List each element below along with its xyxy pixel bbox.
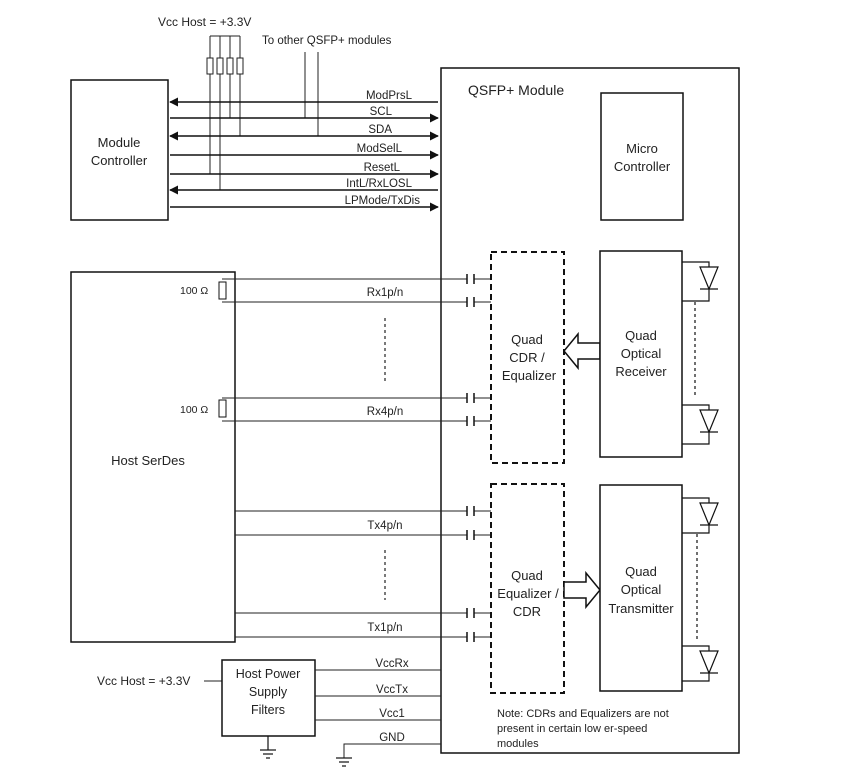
rail-label-vccrx: VccRx [375,658,408,670]
micro-controller-label-2: Controller [614,159,671,174]
signal-label-sda: SDA [368,124,392,136]
pullup-resistors [206,35,244,190]
rx-data-arrow [563,331,601,371]
vcc-host-top-label: Vcc Host = +3.3V [158,15,251,29]
rx-cdr-label-1: Quad [511,332,543,347]
note-line-2: present in certain low er-speed [497,723,647,735]
host-serdes-label: Host SerDes [111,453,185,468]
qsfp-module-title: QSFP+ Module [468,82,564,98]
photodiode-icons [682,261,719,445]
bus-taps [304,52,319,136]
label-tx4: Tx4p/n [367,520,402,532]
note-line-1: Note: CDRs and Equalizers are not [497,708,669,720]
tx-cdr-label-3: CDR [513,604,541,619]
rail-label-vcctx: VccTx [376,684,408,696]
vcc-host-bottom-label: Vcc Host = +3.3V [97,674,190,688]
control-signal-lines [169,97,439,212]
termination-label-top: 100 Ω [180,285,208,297]
rx-cdr-box [490,251,565,464]
rail-label-gnd: GND [379,732,405,744]
signal-label-modsell: ModSelL [357,143,403,155]
module-controller-label-1: Module [98,135,141,150]
power-rail-labels: VccRx VccTx Vcc1 GND [375,658,408,744]
optical-transmitter-label-3: Transmitter [608,601,674,616]
laser-diode-icons [682,497,719,682]
module-controller-label-2: Controller [91,153,148,168]
power-filters-label-2: Supply [249,685,288,699]
micro-controller-label-1: Micro [626,141,658,156]
high-speed-lines [222,278,508,638]
rx-cdr-label-2: CDR / [509,350,545,365]
rx-termination [218,281,227,418]
module-controller-box [70,79,169,221]
optical-receiver-label-3: Receiver [615,364,667,379]
ground-icons [260,736,352,767]
optical-transmitter-label-1: Quad [625,564,657,579]
signal-label-modprsl: ModPrsL [366,90,413,102]
coupling-capacitors [466,274,475,642]
signal-label-resetl: ResetL [364,162,401,174]
optical-receiver-label-1: Quad [625,328,657,343]
high-speed-labels: Rx1p/n Rx4p/n Tx4p/n Tx1p/n [367,287,403,634]
signal-label-scl: SCL [370,106,393,118]
power-filters-label-3: Filters [251,703,285,717]
power-filters-label-1: Host Power [236,667,301,681]
label-rx1: Rx1p/n [367,287,403,299]
optical-receiver-label-2: Optical [621,346,662,361]
rail-label-vcc1: Vcc1 [379,708,405,720]
optical-receiver-box [599,250,683,458]
signal-label-lpmode: LPMode/TxDis [345,195,421,207]
tx-cdr-label-1: Quad [511,568,543,583]
tx-data-arrow [563,570,601,610]
note-line-3: modules [497,738,539,750]
label-tx1: Tx1p/n [367,622,402,634]
micro-controller-box [600,92,684,221]
signal-label-intl: IntL/RxLOSL [346,178,412,190]
qsfp-module-box [440,67,740,754]
tx-cdr-label-2: Equalizer / [497,586,559,601]
optical-transmitter-box [599,484,683,692]
label-rx4: Rx4p/n [367,406,403,418]
control-signal-labels: ModPrsL SCL SDA ModSelL ResetL IntL/RxLO… [345,90,421,207]
optical-transmitter-label-2: Optical [621,582,662,597]
tx-cdr-box [490,483,565,694]
termination-label-bottom: 100 Ω [180,404,208,416]
power-rail-lines [315,669,441,758]
host-serdes-box [70,271,236,643]
rx-cdr-label-3: Equalizer [502,368,557,383]
other-modules-note: To other QSFP+ modules [262,35,392,47]
power-filters-box [221,659,316,737]
